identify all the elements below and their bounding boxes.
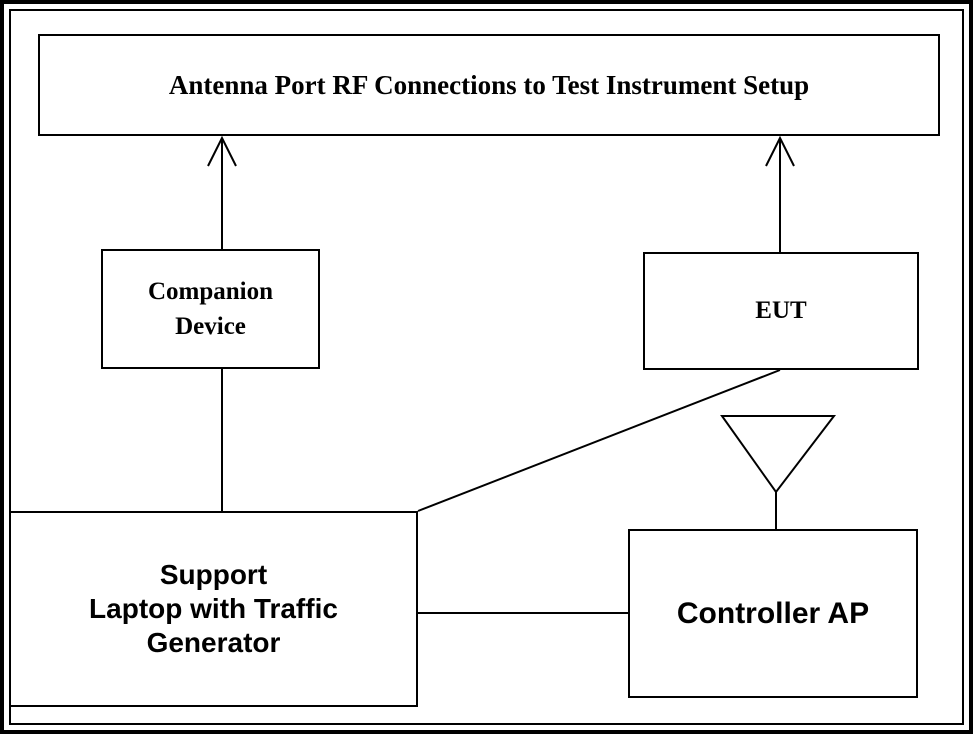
antenna-icon	[720, 415, 837, 494]
eut-label: EUT	[755, 297, 807, 324]
support-laptop-label: Support Laptop with Traffic Generator	[89, 559, 338, 658]
controller-ap-box: Controller AP	[628, 529, 918, 698]
inner-frame	[9, 9, 964, 725]
line-eut-to-laptop	[417, 369, 781, 512]
companion-device-label: Companion Device	[147, 278, 274, 340]
support-laptop-box: Support Laptop with Traffic Generator	[9, 511, 418, 707]
eut-box: EUT	[643, 252, 919, 370]
companion-device-box: Companion Device	[101, 249, 320, 369]
setup-title: Antenna Port RF Connections to Test Inst…	[168, 69, 810, 100]
arrowhead-eut	[765, 135, 795, 167]
arrowhead-companion	[207, 135, 237, 167]
test-instrument-setup-box: Antenna Port RF Connections to Test Inst…	[38, 34, 940, 136]
controller-ap-label: Controller AP	[676, 596, 870, 630]
